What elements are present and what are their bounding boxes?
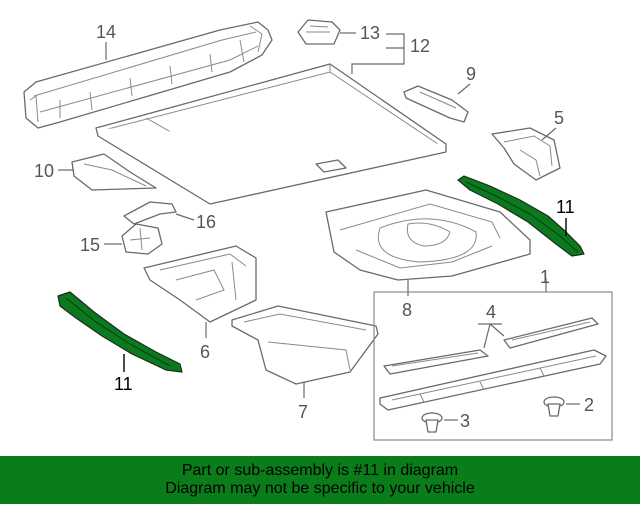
callout-10: 10 [34, 161, 54, 181]
part-10-trim [71, 153, 157, 191]
callout-3: 3 [460, 411, 470, 431]
callout-16: 16 [196, 212, 216, 232]
callout-9: 9 [466, 64, 476, 84]
leader-5 [541, 127, 557, 141]
part-1-sill-plate [379, 349, 607, 411]
leader-16 [175, 213, 195, 221]
part-11-left-bracket-highlighted [57, 291, 183, 373]
part-4-scuff-plates [383, 317, 599, 375]
leader-12 [351, 33, 405, 74]
part-6-tray [143, 245, 257, 323]
callout-4: 4 [486, 302, 496, 322]
leader-9 [457, 83, 471, 95]
part-1-group-box [373, 291, 613, 441]
callout-5: 5 [554, 108, 564, 128]
part-13-cap [297, 19, 341, 45]
callout-7: 7 [298, 402, 308, 422]
part-3-clip [421, 412, 443, 433]
callout-13: 13 [360, 23, 380, 43]
callout-8: 8 [402, 300, 412, 320]
callout-1: 1 [540, 267, 550, 287]
callout-11-right: 11 [556, 197, 575, 217]
part-2-clip [543, 396, 565, 417]
part-16-strip [123, 201, 177, 225]
banner-line-2: Diagram may not be specific to your vehi… [165, 480, 475, 497]
part-15-clip [121, 223, 163, 255]
callout-2: 2 [584, 395, 594, 415]
part-7-bin [231, 305, 379, 385]
banner-line-1: Part or sub-assembly is #11 in diagram [181, 462, 459, 479]
part-5-bracket [491, 127, 561, 181]
callout-6: 6 [200, 342, 210, 362]
callout-14: 14 [96, 22, 116, 42]
part-8-tire-well [325, 189, 531, 281]
part-9-cover [403, 85, 469, 123]
callout-15: 15 [80, 235, 100, 255]
part-12-cargo-board [95, 63, 447, 205]
callout-12: 12 [410, 36, 430, 56]
note-banner: Part or sub-assembly is #11 in diagram D… [0, 456, 640, 504]
parts-diagram: 14 13 12 9 5 10 16 [23, 19, 613, 441]
leader-4 [478, 323, 505, 349]
callout-11-left: 11 [114, 374, 133, 394]
part-14-side-panel [23, 21, 273, 129]
part-11-right-bracket-highlighted [457, 175, 585, 257]
